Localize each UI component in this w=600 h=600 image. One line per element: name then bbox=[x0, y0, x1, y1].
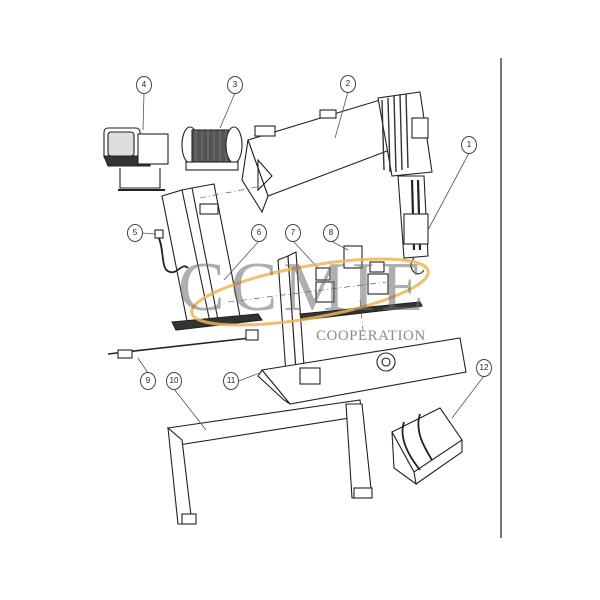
callout-6: 6 bbox=[251, 224, 267, 242]
callout-10: 10 bbox=[166, 372, 182, 390]
control-cable-part bbox=[107, 329, 259, 374]
outrigger-frame-part bbox=[167, 388, 373, 525]
callout-8: 8 bbox=[323, 224, 339, 242]
watermark-ring bbox=[190, 257, 430, 327]
callout-4: 4 bbox=[136, 76, 152, 94]
base-frame-part bbox=[238, 337, 467, 405]
hose-assembly-part bbox=[141, 229, 189, 274]
slewing-parts bbox=[277, 240, 423, 375]
callout-7: 7 bbox=[285, 224, 301, 242]
callout-9: 9 bbox=[140, 372, 156, 390]
callout-3: 3 bbox=[227, 76, 243, 94]
winch-motor-part bbox=[103, 92, 169, 191]
watermark-logo: CCMIE bbox=[178, 249, 430, 326]
callout-11: 11 bbox=[223, 372, 239, 390]
main-boom-part bbox=[241, 91, 396, 214]
winch-drum-part bbox=[181, 92, 243, 171]
boom-head-part bbox=[377, 91, 470, 275]
callout-2: 2 bbox=[340, 75, 356, 93]
watermark-subtitle: COOPERATION bbox=[316, 328, 426, 344]
callout-12: 12 bbox=[476, 359, 492, 377]
callout-5: 5 bbox=[127, 224, 143, 242]
oil-tank-part bbox=[391, 375, 485, 486]
callout-1: 1 bbox=[461, 136, 477, 154]
page-divider bbox=[500, 58, 502, 538]
